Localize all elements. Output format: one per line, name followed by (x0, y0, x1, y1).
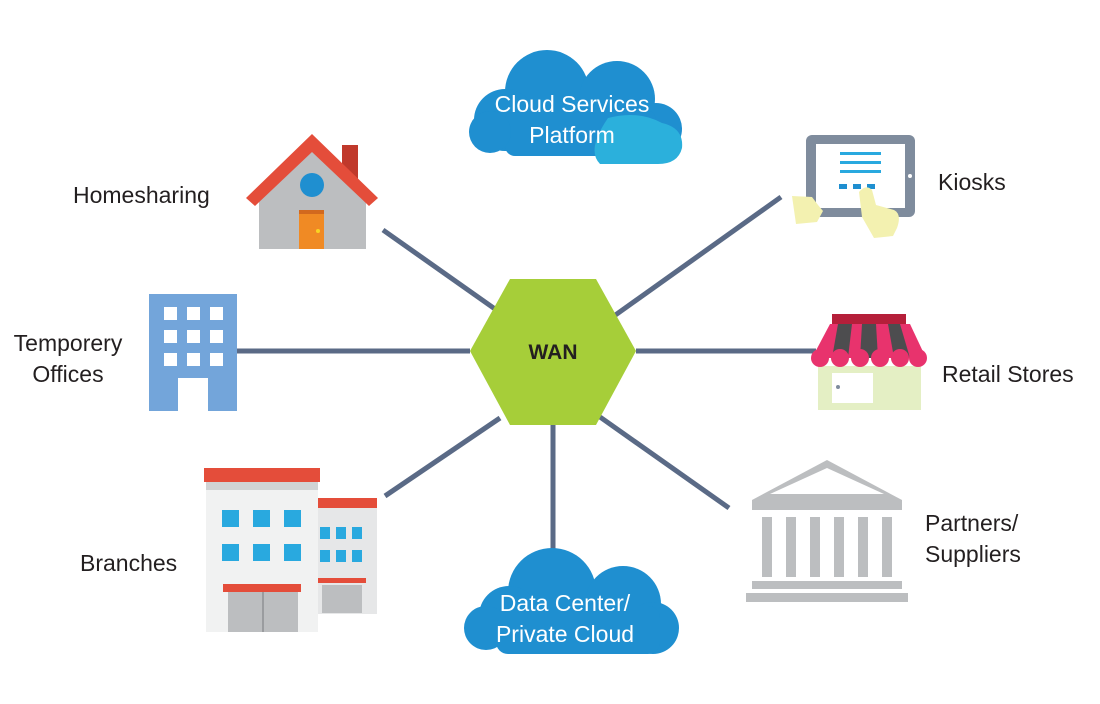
temporary-offices-line2: Offices (32, 361, 104, 387)
bank-pillars-icon (746, 460, 908, 602)
storefront-icon (811, 314, 927, 410)
connector-partners (598, 414, 731, 511)
house-icon (246, 134, 378, 249)
homesharing-label: Homesharing (73, 182, 210, 208)
cloud-services-label: Cloud Services Platform (472, 89, 672, 151)
cloud-services-line2: Platform (529, 122, 615, 148)
kiosks-label: Kiosks (938, 169, 1006, 195)
temporary-offices-line1: Temporery (13, 330, 123, 356)
connector-branches (383, 415, 502, 499)
connector-kiosks (612, 194, 783, 319)
branches-label: Branches (80, 550, 178, 576)
retail-stores-label: Retail Stores (942, 361, 1074, 387)
connector-homesharing (381, 227, 497, 312)
connector-lines (237, 194, 816, 552)
office-building-icon (149, 294, 237, 411)
tablet-kiosk-icon (792, 135, 915, 238)
cloud-icon (469, 50, 683, 164)
partners-label: Partners/ Suppliers (925, 508, 1021, 570)
temporary-offices-label: Temporery Offices (4, 328, 132, 390)
partners-line2: Suppliers (925, 541, 1021, 567)
cloud-icon (464, 548, 679, 654)
wan-hub-hexagon (470, 279, 636, 425)
branch-buildings-icon (204, 468, 377, 632)
wan-hub-label: WAN (528, 341, 578, 364)
partners-line1: Partners/ (925, 510, 1019, 536)
data-center-line1: Data Center/ (499, 590, 631, 616)
data-center-label: Data Center/ Private Cloud (465, 588, 665, 650)
cloud-services-line1: Cloud Services (494, 91, 650, 117)
data-center-line2: Private Cloud (495, 621, 635, 647)
